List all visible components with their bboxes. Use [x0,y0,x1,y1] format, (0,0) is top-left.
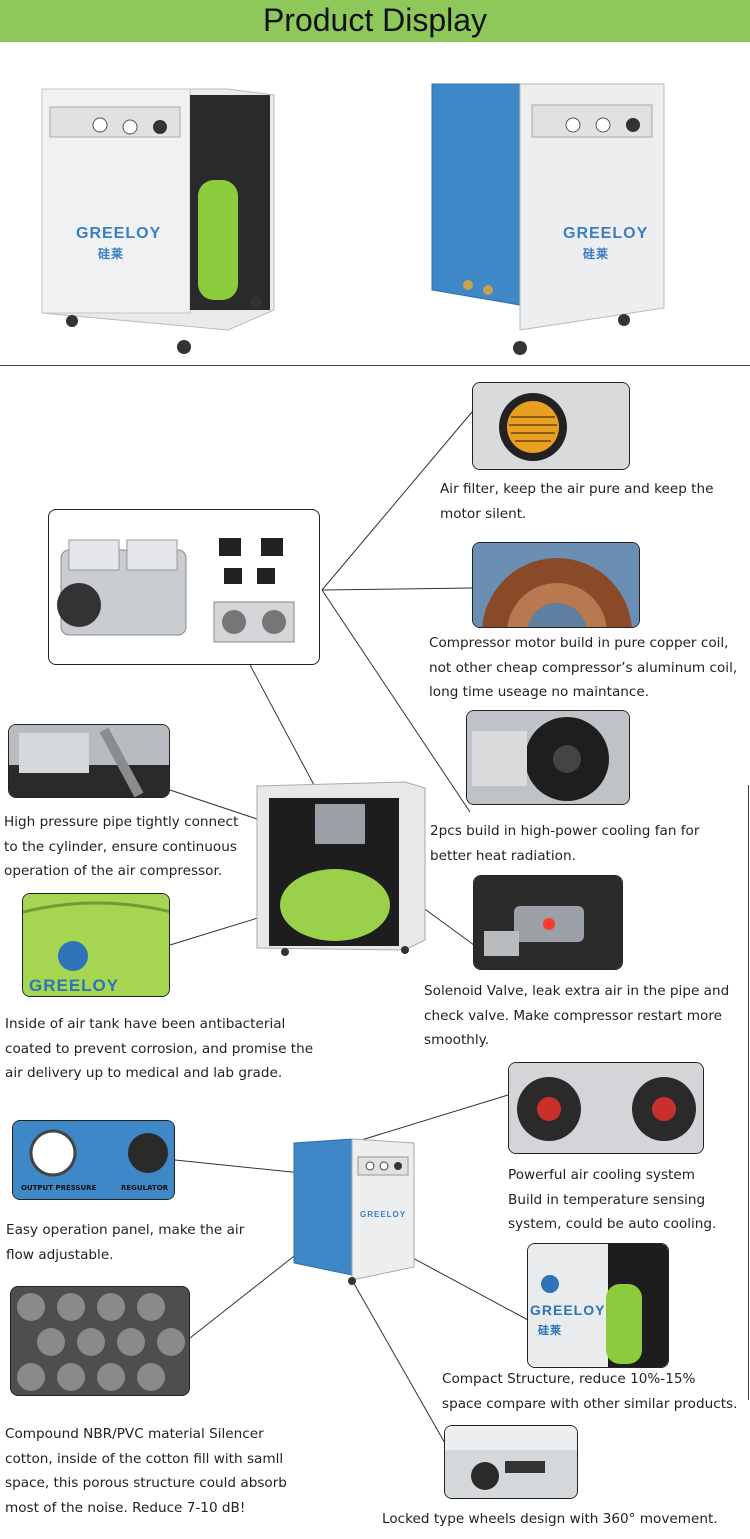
solenoid-valve-photo [473,875,623,970]
caption-wheels: Locked type wheels design with 360° move… [382,1511,718,1527]
operation-panel-photo: OUTPUT PRESSURE REGULATOR [12,1120,175,1200]
output-pressure-label: OUTPUT PRESSURE [21,1184,97,1192]
air-tank-photo: GREELOY [22,893,170,997]
title-banner: Product Display [0,0,750,42]
caption-panel: Easy operation panel, make the air flow … [6,1222,245,1263]
cabinet-photo-open: GREELOY 硅莱 [38,85,278,360]
caption-motor: Compressor motor build in pure copper co… [429,635,738,700]
regulator-label: REGULATOR [121,1184,169,1192]
caption-solenoid: Solenoid Valve, leak extra air in the pi… [424,983,730,1048]
cabinet-brand-logo: GREELOY [360,1210,407,1219]
caption-air-filter: Air filter, keep the air pure and keep t… [440,481,714,522]
brand-logo: GREELOY [76,225,162,242]
pump-components-photo [48,509,320,665]
right-vertical-line [748,785,749,1400]
silencer-cotton-photo [10,1286,190,1396]
caption-compact: Compact Structure, reduce 10%-15% space … [442,1371,738,1412]
page-title: Product Display [262,2,488,38]
open-cabinet-photo [255,780,427,958]
caption-silencer: Compound NBR/PVC material Silencer cotto… [5,1426,287,1516]
brand-logo-chinese: 硅莱 [583,247,610,261]
caption-cooling: Powerful air cooling system Build in tem… [508,1167,717,1232]
cooling-fan-photo [466,710,630,805]
compact-brand-chinese: 硅莱 [538,1325,562,1337]
brand-logo-chinese: 硅莱 [98,247,125,261]
brand-logo: GREELOY [563,225,649,242]
copper-coil-photo [472,542,640,628]
section-divider [0,365,750,366]
closed-cabinet-photo: GREELOY [292,1135,417,1285]
cooling-system-photo [508,1062,704,1154]
caption-tank: Inside of air tank have been antibacteri… [5,1016,314,1081]
locked-wheels-photo [444,1425,578,1499]
caption-fan: 2pcs build in high-power cooling fan for… [430,823,700,864]
compact-structure-photo: GREELOY 硅莱 [527,1243,669,1368]
air-filter-photo [472,382,630,470]
compact-brand-logo: GREELOY [530,1302,606,1318]
air-tank-brand-logo: GREELOY [29,976,120,995]
cabinet-photo-closed: GREELOY 硅莱 [428,80,668,360]
caption-pipe: High pressure pipe tightly connect to th… [4,814,239,879]
high-pressure-pipe-photo [8,724,170,798]
